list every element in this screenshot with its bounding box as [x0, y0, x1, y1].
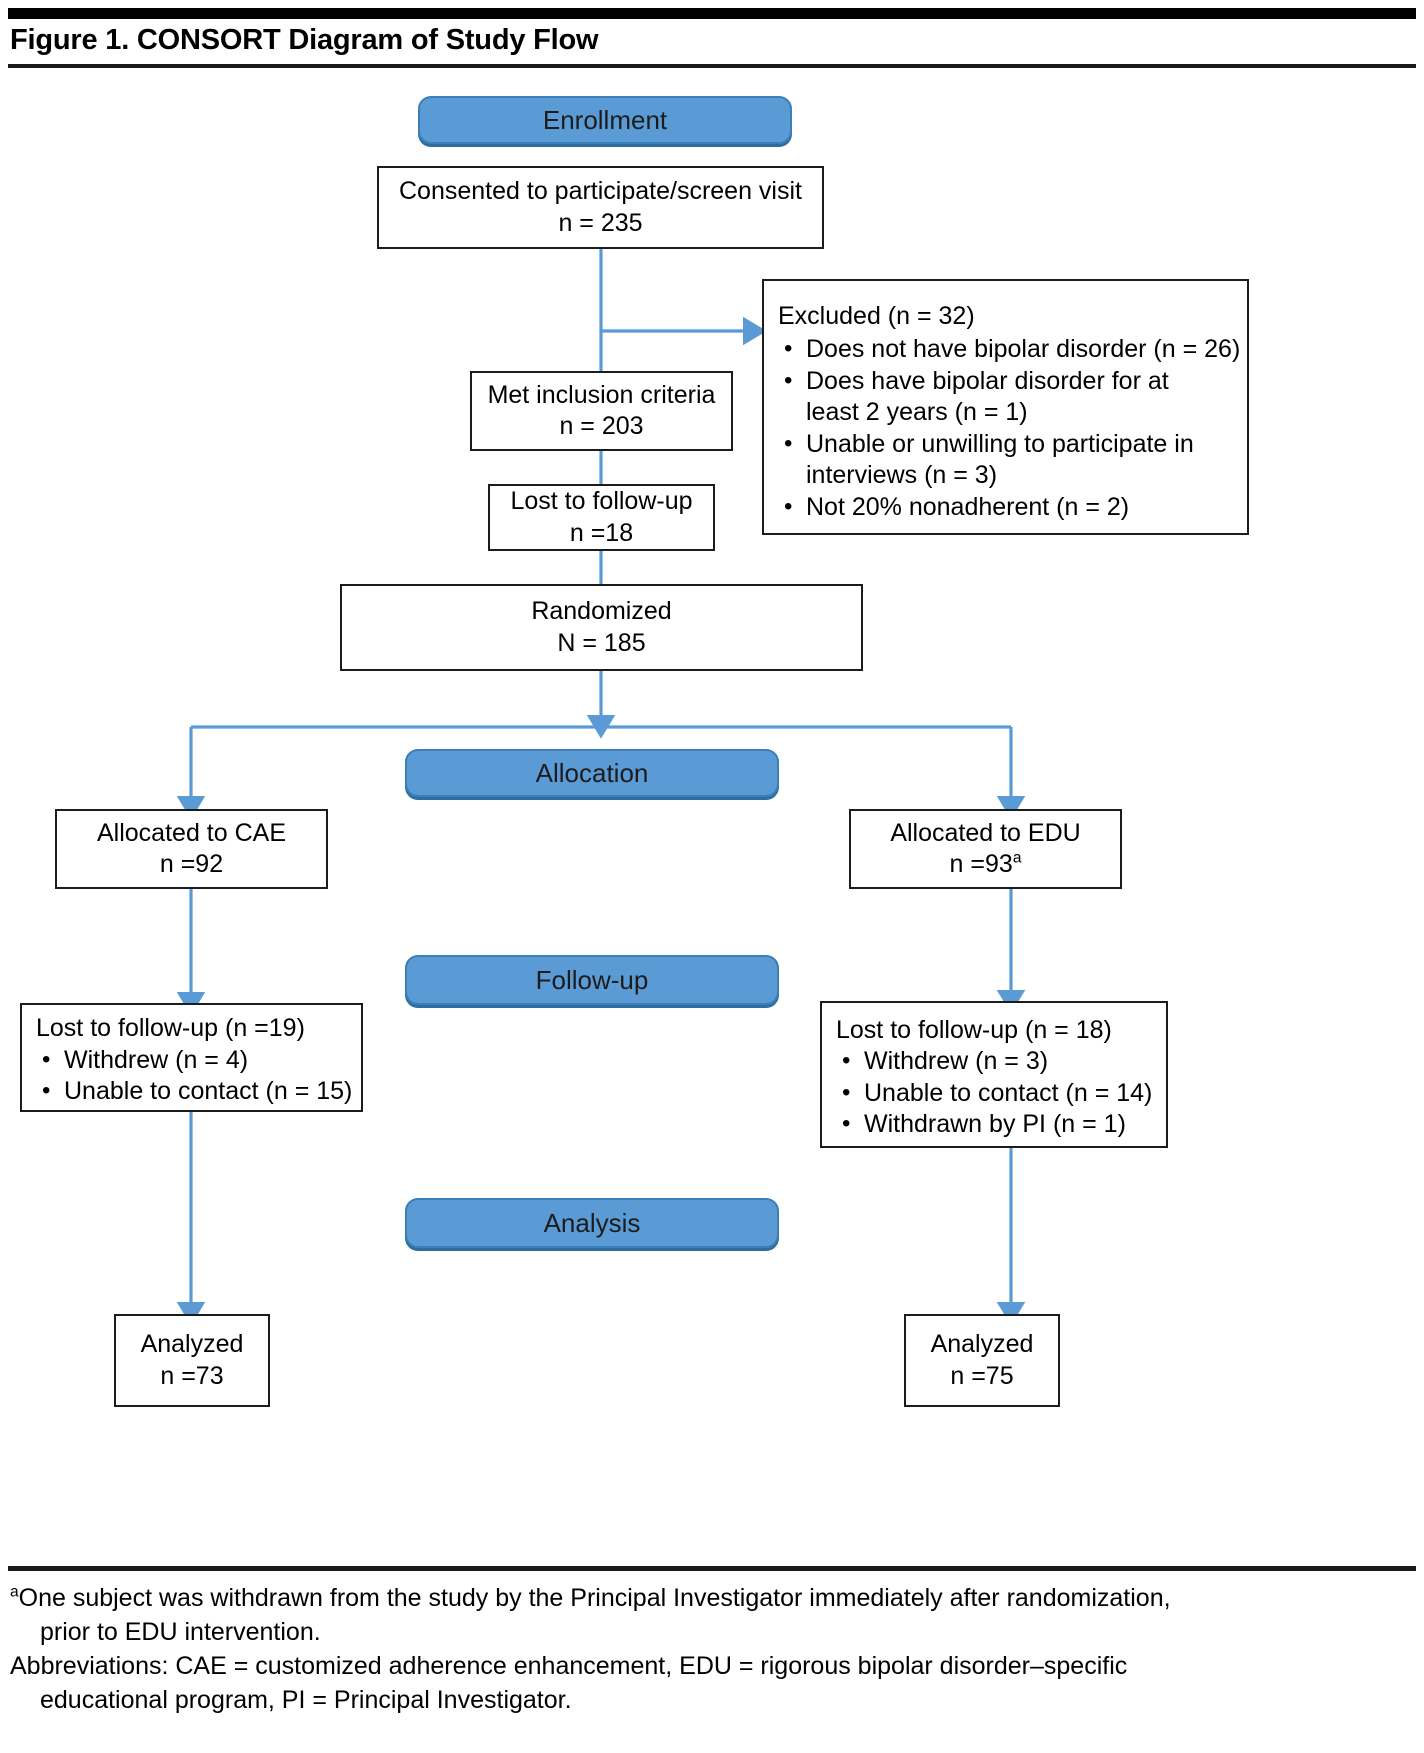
footnote-a-line2: prior to EDU intervention.: [40, 1618, 321, 1646]
node-lost-prerandomization: Lost to follow-up n =18: [488, 484, 715, 551]
node-lost-followup-edu: Lost to follow-up (n = 18) Withdrew (n =…: [820, 1001, 1168, 1148]
node-excluded-bullet-4: Not 20% nonadherent (n = 2): [778, 492, 1240, 524]
node-allocated-cae-line2: n =92: [159, 850, 224, 878]
node-randomized-line1: Randomized: [531, 597, 672, 625]
banner-allocation: Allocation: [405, 749, 779, 797]
node-analyzed-cae-line2: n =73: [160, 1361, 224, 1390]
node-allocated-edu-count: n =93: [949, 850, 1013, 878]
node-excluded-bullet-3-cont: interviews (n = 3): [806, 461, 998, 490]
node-allocated-edu-line2: n =93a: [950, 849, 1022, 881]
banner-enrollment: Enrollment: [418, 96, 792, 144]
node-randomized-line2: N = 185: [557, 628, 646, 657]
banner-followup-label: Follow-up: [535, 964, 649, 995]
node-excluded-bullet-3: Unable or unwilling to participate in: [778, 429, 1240, 461]
node-analyzed-edu-line2: n =75: [950, 1361, 1014, 1390]
node-consented: Consented to participate/screen visit n …: [377, 166, 824, 249]
node-met-inclusion: Met inclusion criteria n = 203: [470, 371, 733, 451]
banner-followup: Follow-up: [405, 955, 779, 1005]
node-excluded: Excluded (n = 32) Does not have bipolar …: [762, 279, 1249, 535]
node-lost-followup-edu-bullet-3: Withdrawn by PI (n = 1): [836, 1109, 1152, 1141]
title-underrule: [8, 64, 1416, 68]
banner-analysis: Analysis: [405, 1198, 779, 1248]
node-lost-followup-edu-heading: Lost to follow-up (n = 18): [836, 1015, 1112, 1044]
banner-allocation-label: Allocation: [535, 757, 649, 788]
node-met-inclusion-line2: n = 203: [559, 412, 644, 440]
node-lost-followup-cae-heading: Lost to follow-up (n =19): [36, 1014, 305, 1043]
node-consented-line1: Consented to participate/screen visit: [399, 177, 802, 205]
node-met-inclusion-line1: Met inclusion criteria: [487, 380, 716, 409]
node-allocated-cae: Allocated to CAE n =92: [55, 809, 328, 889]
node-randomized: Randomized N = 185: [340, 584, 863, 671]
footnote-a-line1: One subject was withdrawn from the study…: [18, 1584, 1171, 1612]
node-lost-followup-edu-bullet-2: Unable to contact (n = 14): [836, 1078, 1152, 1110]
top-rule: [8, 8, 1416, 19]
abbreviations-line1: Abbreviations: CAE = customized adherenc…: [10, 1652, 1128, 1680]
node-lost-followup-cae-bullet-2: Unable to contact (n = 15): [36, 1076, 352, 1108]
node-excluded-heading: Excluded (n = 32): [778, 301, 975, 330]
banner-analysis-label: Analysis: [543, 1207, 641, 1238]
node-analyzed-cae: Analyzed n =73: [114, 1314, 270, 1407]
node-lost-followup-cae-bullet-1: Withdrew (n = 4): [36, 1045, 352, 1077]
node-analyzed-edu-line1: Analyzed: [930, 1330, 1034, 1358]
abbreviations-line2: educational program, PI = Principal Inve…: [40, 1686, 572, 1714]
node-excluded-bullet-2: Does have bipolar disorder for at: [778, 366, 1240, 398]
node-excluded-bullet-list: Does not have bipolar disorder (n = 26) …: [778, 334, 1240, 523]
node-lost-followup-cae-bullet-list: Withdrew (n = 4) Unable to contact (n = …: [36, 1045, 352, 1108]
banner-enrollment-label: Enrollment: [542, 104, 668, 135]
node-lost-followup-cae: Lost to follow-up (n =19) Withdrew (n = …: [20, 1003, 363, 1112]
node-allocated-cae-line1: Allocated to CAE: [97, 818, 286, 847]
figure-title: Figure 1. CONSORT Diagram of Study Flow: [10, 24, 599, 56]
node-lost-prerandomization-line1: Lost to follow-up: [510, 487, 693, 515]
node-allocated-edu-line1: Allocated to EDU: [890, 818, 1081, 847]
node-excluded-bullet-2-cont: least 2 years (n = 1): [806, 398, 1028, 427]
node-consented-line2: n = 235: [558, 208, 643, 237]
footnotes: aOne subject was withdrawn from the stud…: [10, 1582, 1414, 1718]
node-excluded-bullet-1: Does not have bipolar disorder (n = 26): [778, 334, 1240, 366]
node-lost-followup-edu-bullet-1: Withdrew (n = 3): [836, 1046, 1152, 1078]
node-allocated-edu-footnote-marker: a: [1012, 849, 1022, 867]
node-analyzed-edu: Analyzed n =75: [904, 1314, 1060, 1407]
node-analyzed-cae-line1: Analyzed: [140, 1330, 244, 1358]
footnote-a: aOne subject was withdrawn from the stud…: [10, 1582, 1414, 1614]
node-allocated-edu: Allocated to EDU n =93a: [849, 809, 1122, 889]
footnote-a-marker: a: [10, 1583, 19, 1601]
node-lost-followup-edu-bullet-list: Withdrew (n = 3) Unable to contact (n = …: [836, 1046, 1152, 1141]
bottom-rule: [8, 1566, 1416, 1571]
node-lost-prerandomization-line2: n =18: [569, 518, 634, 547]
